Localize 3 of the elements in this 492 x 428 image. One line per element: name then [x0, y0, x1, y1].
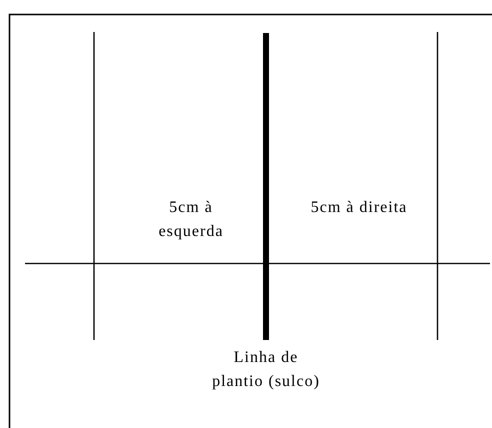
text-label: Linha de plantio (sulco): [211, 348, 321, 392]
text-label: 5cm à esquerda: [158, 198, 224, 242]
text-label: 5cm à direita: [310, 198, 408, 218]
